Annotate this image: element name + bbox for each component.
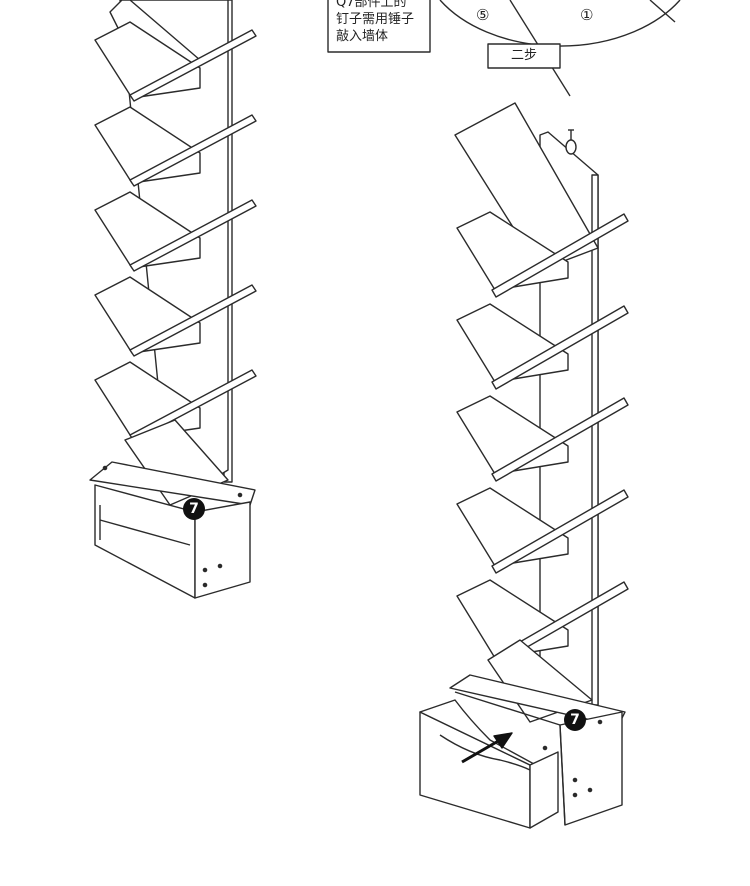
part-number-5: ⑤ [476,6,490,24]
note-text: Q7部件上的 钉子需用锤子 敲入墙体 [336,0,415,44]
step-label-box [487,43,561,69]
right-shelf-1 [456,211,629,298]
left-shelf-4 [94,276,257,357]
left-part-marker: 7 [183,498,205,520]
right-spine [591,174,599,706]
right-part-marker: 7 [564,709,586,731]
left-shelf-5 [94,361,257,442]
left-cabinet-front [194,501,251,599]
step-label: 二步 [510,48,537,63]
right-bookshelf [419,102,629,829]
right-shelf-3 [456,395,629,482]
drawer-handle-cutout [439,734,531,771]
left-bookshelf [89,0,257,599]
right-shelf-4 [456,487,629,574]
right-top-panel [454,102,599,271]
note-box [327,0,431,53]
insert-arrow-icon [461,732,513,764]
nail-icon [565,129,577,155]
detail-callout [439,0,681,97]
left-shelf-1 [94,21,257,102]
left-cabinet-inner-shelf [99,519,191,546]
drawer-side-panel [529,751,559,829]
drawer-side [419,699,546,771]
left-shelf-2 [94,106,257,187]
right-shelf-2 [456,303,629,390]
part-number-1: ① [580,6,594,24]
left-shelf-3 [94,191,257,272]
